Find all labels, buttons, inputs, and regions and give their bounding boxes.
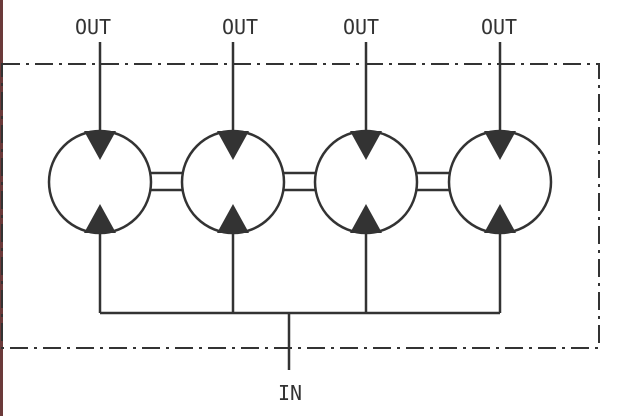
- motor-2-inlet-arrow: [217, 204, 249, 233]
- enclosure-boundary: [1, 63, 600, 349]
- output-label-4: OUT: [481, 15, 517, 39]
- motor-4: [447, 129, 553, 235]
- motor-4-outlet-arrow: [484, 131, 516, 160]
- output-label-3: OUT: [343, 15, 379, 39]
- motor-3-outlet-arrow: [350, 131, 382, 160]
- motor-3: [313, 129, 419, 235]
- output-label-2: OUT: [222, 15, 258, 39]
- motor-3-inlet-arrow: [350, 204, 382, 233]
- input-manifold: [98, 232, 502, 370]
- motor-2: [180, 129, 286, 235]
- output-lines: [98, 42, 502, 132]
- input-label: IN: [278, 381, 302, 405]
- motor-1-inlet-arrow: [84, 204, 116, 233]
- motor-1-outlet-arrow: [84, 131, 116, 160]
- motor-4-inlet-arrow: [484, 204, 516, 233]
- motor-1: [47, 129, 153, 235]
- motor-2-outlet-arrow: [217, 131, 249, 160]
- output-label-1: OUT: [75, 15, 111, 39]
- shaft-couplings: [151, 171, 449, 192]
